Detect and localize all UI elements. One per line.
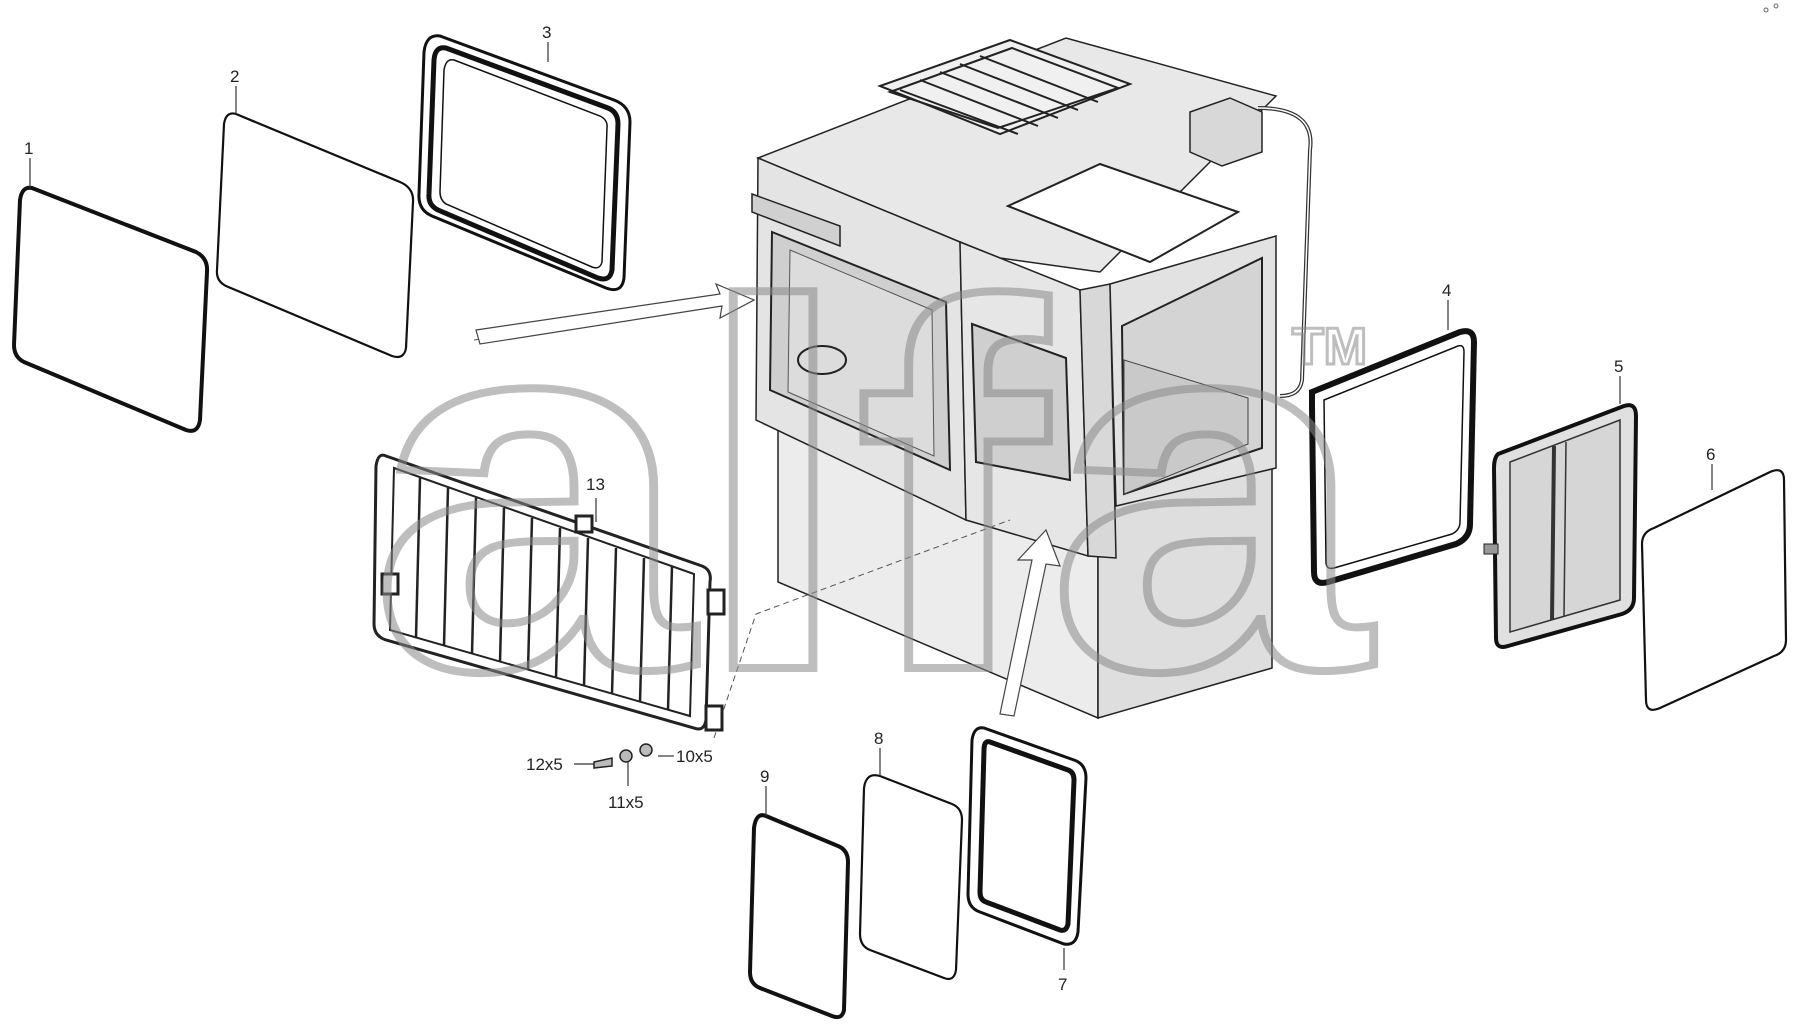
callout-4: 4	[1442, 281, 1451, 300]
callout-11x5: 11x5	[608, 793, 644, 812]
watermark: alfa TM	[366, 194, 1378, 783]
callout-1: 1	[24, 139, 33, 158]
part-2-glass	[215, 112, 415, 359]
part-13-railing	[372, 453, 726, 732]
cab-body	[751, 37, 1313, 720]
callout-8: 8	[874, 729, 883, 748]
callout-10x5: 10x5	[676, 747, 713, 766]
callout-6: 6	[1706, 445, 1715, 464]
callout-7: 7	[1058, 975, 1067, 994]
corner-mark	[1763, 3, 1779, 13]
callout-5: 5	[1614, 357, 1623, 376]
callout-13: 13	[586, 475, 605, 494]
callout-9: 9	[760, 767, 769, 786]
callout-3: 3	[542, 23, 551, 42]
part-6-glass	[1640, 469, 1788, 711]
assembly-arrows	[475, 282, 1061, 717]
part-8-glass	[858, 774, 964, 981]
part-1-seal	[11, 185, 210, 433]
part-5-sliding-window	[1483, 403, 1639, 649]
part-9-seal	[747, 813, 851, 1020]
callout-2: 2	[230, 67, 239, 86]
callout-12x5: 12x5	[526, 755, 563, 774]
fasteners	[593, 743, 653, 769]
watermark-trademark: TM	[1292, 318, 1367, 376]
part-3-frame	[417, 34, 632, 292]
part-7-frame	[966, 726, 1088, 946]
part-4-seal	[1309, 328, 1478, 586]
callout-labels: 1 2 3 4 5 6 7 8 9 10x5 11x5 12x5 13	[24, 23, 1715, 994]
leader-lines	[29, 42, 1713, 970]
watermark-text: alfa	[370, 198, 1374, 779]
